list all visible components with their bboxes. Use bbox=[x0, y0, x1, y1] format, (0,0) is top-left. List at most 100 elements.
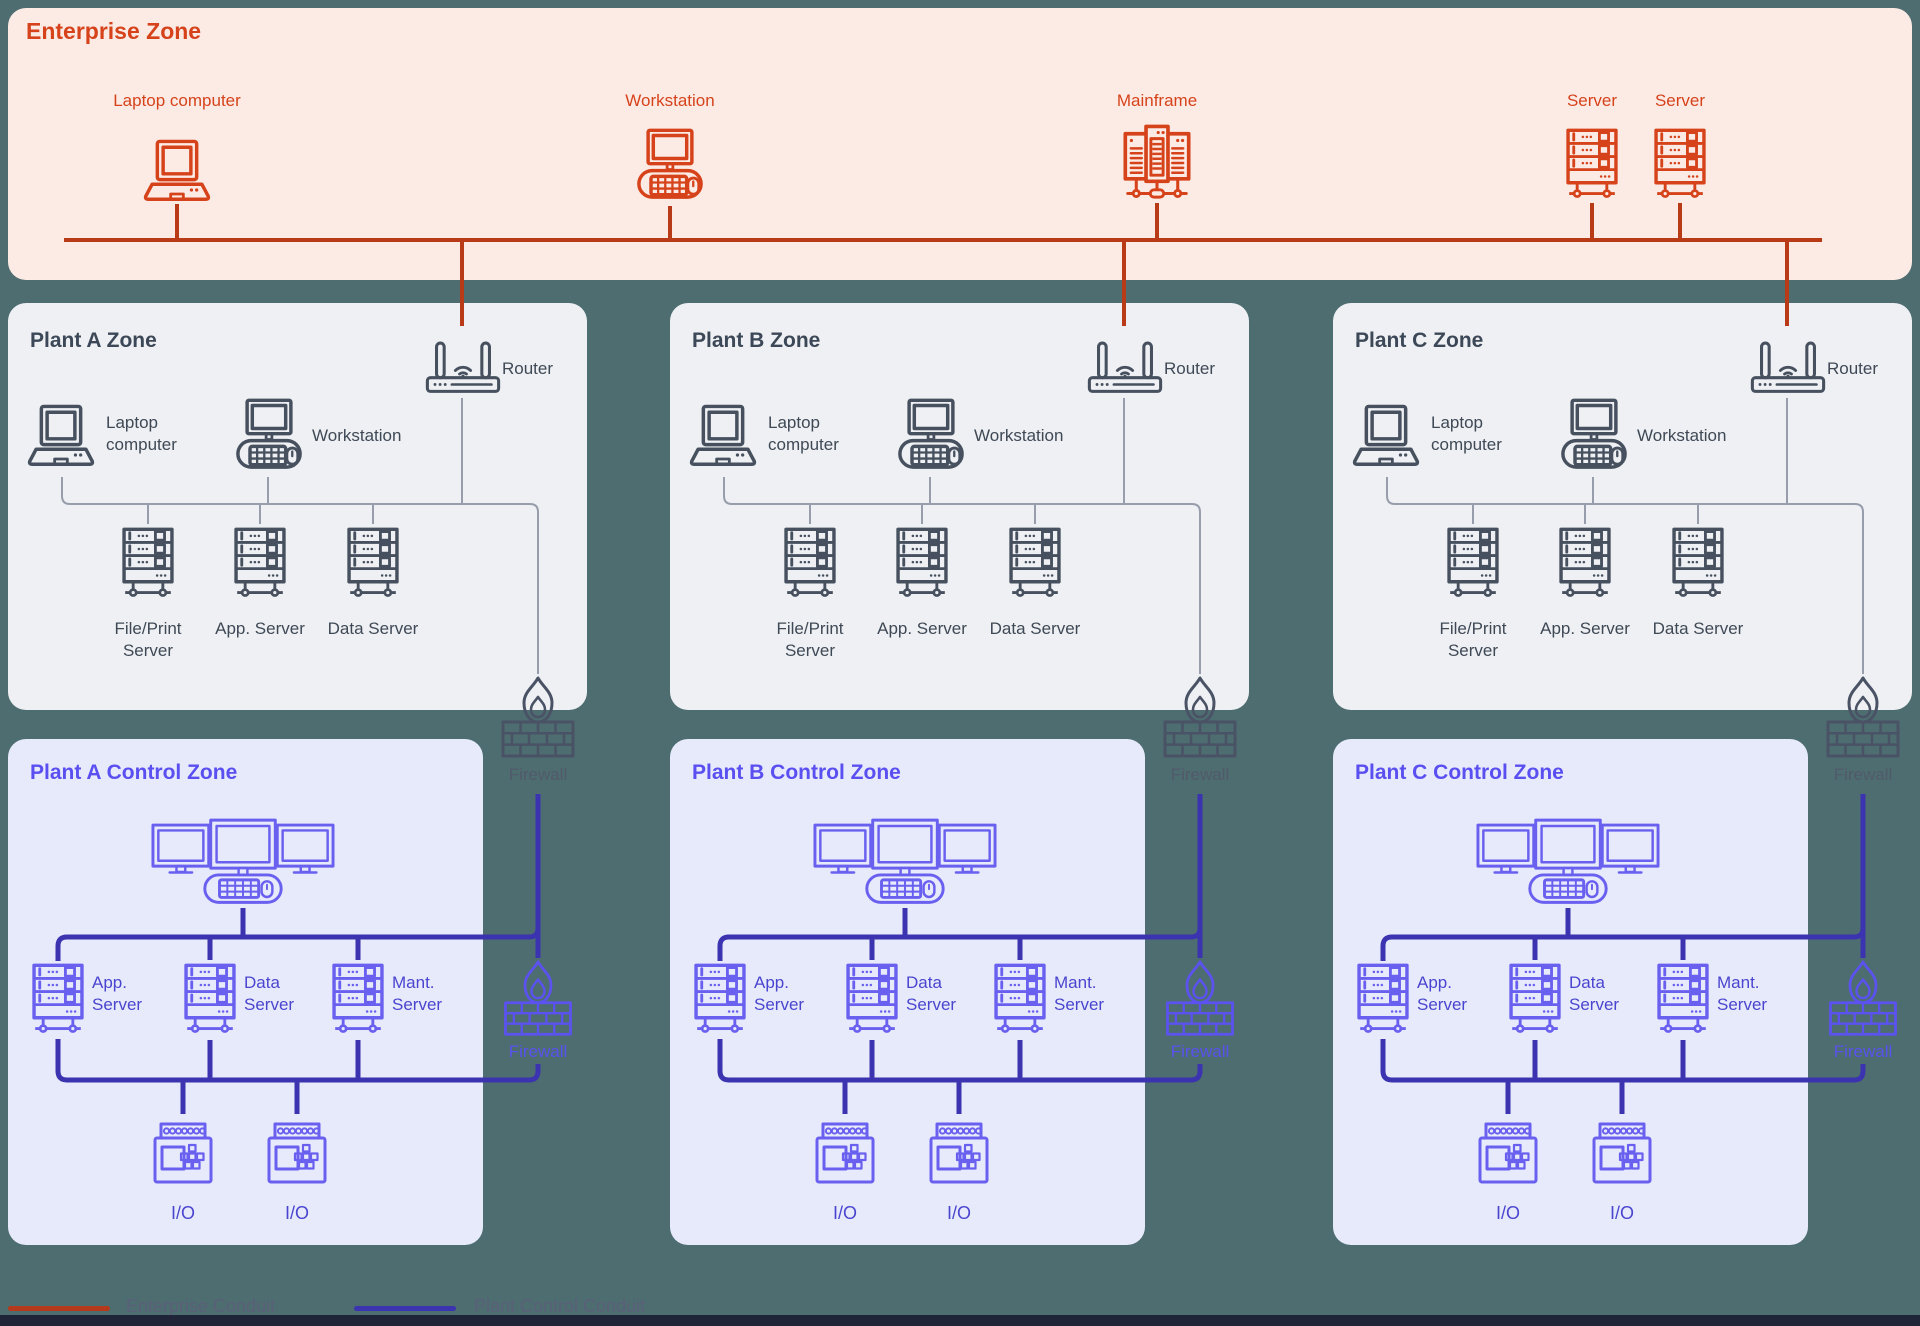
io-module-icon bbox=[1476, 1122, 1540, 1198]
laptop-icon bbox=[24, 404, 98, 469]
server-label: Data Server bbox=[1652, 619, 1744, 638]
server-icon bbox=[178, 963, 242, 1036]
router-icon bbox=[1086, 340, 1164, 397]
enterprise-laptop-label: Laptop computer bbox=[113, 91, 241, 110]
enterprise-zone-title: Enterprise Zone bbox=[26, 18, 202, 44]
server-icon bbox=[116, 527, 180, 600]
firewall-label: Firewall bbox=[508, 1042, 568, 1061]
bottom-bar bbox=[0, 1315, 1920, 1326]
control-zone-title: Plant A Control Zone bbox=[30, 761, 238, 784]
control-zone-title: Plant B Control Zone bbox=[692, 761, 901, 784]
server-label: Data Server bbox=[244, 973, 295, 1015]
firewall-icon bbox=[1827, 960, 1899, 1038]
hmi-workstation-icon bbox=[1476, 818, 1660, 928]
server-icon bbox=[26, 963, 90, 1036]
server-label: Mant. Server bbox=[1054, 973, 1105, 1015]
firewall-icon bbox=[1161, 676, 1239, 760]
legend-enterprise-conduit-label: Enterprise Conduit bbox=[126, 1296, 276, 1316]
server-icon bbox=[1441, 527, 1505, 600]
server-icon bbox=[778, 527, 842, 600]
server-icon bbox=[228, 527, 292, 600]
server-icon bbox=[1666, 527, 1730, 600]
server-icon bbox=[1503, 963, 1567, 1036]
enterprise-mainframe-label: Mainframe bbox=[1116, 91, 1198, 110]
server-icon bbox=[1351, 963, 1415, 1036]
column-plant-a: Plant A Zone Router Laptop computer Work… bbox=[8, 0, 668, 1326]
server-icon bbox=[1553, 527, 1617, 600]
plant-zone-title: Plant A Zone bbox=[30, 329, 157, 352]
laptop-label: Laptop computer bbox=[1431, 413, 1502, 455]
workstation-icon bbox=[1557, 398, 1631, 474]
server-label: App. Server bbox=[215, 619, 305, 638]
io-label: I/O bbox=[832, 1203, 857, 1223]
server-label: File/Print Server bbox=[1439, 619, 1507, 661]
router-icon bbox=[424, 340, 502, 397]
server-label: Data Server bbox=[1569, 973, 1620, 1015]
laptop-label: Laptop computer bbox=[106, 413, 177, 455]
hmi-workstation-icon bbox=[151, 818, 335, 928]
plant-zone-title: Plant C Zone bbox=[1355, 329, 1484, 352]
workstation-label: Workstation bbox=[974, 426, 1064, 445]
server-icon bbox=[1651, 963, 1715, 1036]
io-module-icon bbox=[151, 1122, 215, 1198]
router-label: Router bbox=[502, 359, 554, 378]
laptop-icon bbox=[1349, 404, 1423, 469]
io-module-icon bbox=[927, 1122, 991, 1198]
firewall-icon bbox=[1824, 676, 1902, 760]
server-icon bbox=[1003, 527, 1067, 600]
server-label: Data Server bbox=[989, 619, 1081, 638]
io-label: I/O bbox=[170, 1203, 195, 1223]
server-icon bbox=[988, 963, 1052, 1036]
firewall-icon bbox=[502, 960, 574, 1038]
firewall-icon bbox=[499, 676, 577, 760]
server-icon bbox=[840, 963, 904, 1036]
legend-enterprise-conduit-swatch bbox=[8, 1306, 110, 1311]
legend-plant-control-conduit-swatch bbox=[354, 1306, 456, 1311]
server-label: Data Server bbox=[906, 973, 957, 1015]
control-zone-title: Plant C Control Zone bbox=[1355, 761, 1564, 784]
firewall-label: Firewall bbox=[1170, 765, 1230, 784]
server-label: App. Server bbox=[754, 973, 805, 1015]
laptop-icon bbox=[686, 404, 760, 469]
io-label: I/O bbox=[1495, 1203, 1520, 1223]
server-label: App. Server bbox=[92, 973, 143, 1015]
firewall-icon bbox=[1164, 960, 1236, 1038]
router-label: Router bbox=[1827, 359, 1879, 378]
server-icon bbox=[341, 527, 405, 600]
server-label: File/Print Server bbox=[776, 619, 844, 661]
server-icon bbox=[890, 527, 954, 600]
hmi-workstation-icon bbox=[813, 818, 997, 928]
firewall-label: Firewall bbox=[1170, 1042, 1230, 1061]
legend-plant-control-conduit-label: Plant Control Conduit bbox=[474, 1296, 646, 1316]
workstation-icon bbox=[232, 398, 306, 474]
firewall-label: Firewall bbox=[508, 765, 568, 784]
workstation-icon bbox=[894, 398, 968, 474]
server-label: App. Server bbox=[1417, 973, 1468, 1015]
column-plant-c: Plant C Zone Router Laptop computer Work… bbox=[1333, 0, 1920, 1326]
workstation-label: Workstation bbox=[1637, 426, 1727, 445]
server-label: App. Server bbox=[877, 619, 967, 638]
laptop-label: Laptop computer bbox=[768, 413, 839, 455]
enterprise-workstation-label: Workstation bbox=[625, 91, 715, 110]
server-label: Data Server bbox=[327, 619, 419, 638]
io-label: I/O bbox=[1609, 1203, 1634, 1223]
column-plant-b: Plant B Zone Router Laptop computer Work… bbox=[670, 0, 1330, 1326]
io-module-icon bbox=[265, 1122, 329, 1198]
server-label: Mant. Server bbox=[392, 973, 443, 1015]
server-icon bbox=[326, 963, 390, 1036]
firewall-label: Firewall bbox=[1833, 765, 1893, 784]
enterprise-server-label: Server bbox=[1654, 91, 1706, 110]
io-label: I/O bbox=[284, 1203, 309, 1223]
server-label: Mant. Server bbox=[1717, 973, 1768, 1015]
server-label: App. Server bbox=[1540, 619, 1630, 638]
firewall-label: Firewall bbox=[1833, 1042, 1893, 1061]
enterprise-server-label: Server bbox=[1566, 91, 1618, 110]
server-label: File/Print Server bbox=[114, 619, 182, 661]
router-icon bbox=[1749, 340, 1827, 397]
io-module-icon bbox=[1590, 1122, 1654, 1198]
io-module-icon bbox=[813, 1122, 877, 1198]
workstation-label: Workstation bbox=[312, 426, 402, 445]
plant-zone-title: Plant B Zone bbox=[692, 329, 821, 352]
server-icon bbox=[688, 963, 752, 1036]
io-label: I/O bbox=[946, 1203, 971, 1223]
